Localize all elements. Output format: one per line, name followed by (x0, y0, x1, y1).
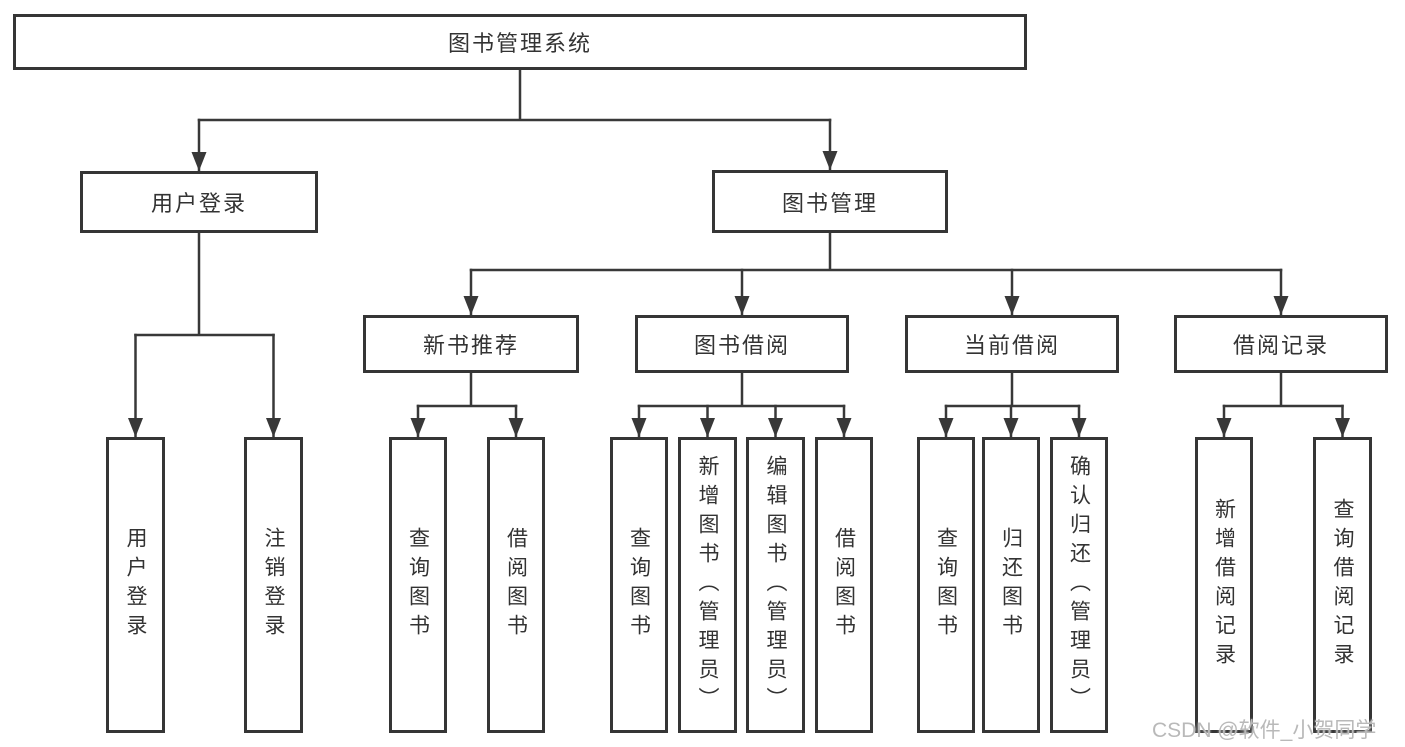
connector-new-book-trunk (416, 371, 518, 408)
node-label: 借阅记录 (1232, 333, 1329, 358)
connector-current-trunk (944, 371, 1081, 408)
node-user-login: 用户登录 (80, 171, 318, 233)
node-label: 编辑图书（管理员） (764, 454, 787, 716)
leaf-borrow-books-recommend: 借阅图书 (487, 437, 545, 733)
leaf-logout: 注销登录 (244, 437, 303, 733)
leaf-query-books-recommend: 查询图书 (389, 437, 447, 733)
leaf-query-books-borrowing: 查询图书 (610, 437, 668, 733)
csdn-watermark: CSDN @软件_小贺同学 (1152, 719, 1377, 742)
node-label: 用户登录 (150, 191, 247, 216)
node-label: 确认归还（管理员） (1067, 454, 1091, 716)
node-label: 当前借阅 (963, 333, 1060, 358)
node-label: 图书管理 (781, 190, 878, 216)
connector-records-trunk (1222, 371, 1344, 408)
node-label: 新增图书（管理员） (696, 454, 719, 716)
leaf-query-books-current: 查询图书 (917, 437, 975, 733)
node-label: 图书借阅 (693, 333, 790, 358)
node-label: 注销登录 (262, 527, 285, 643)
node-label: 查询图书 (934, 527, 958, 643)
node-new-book-recommendation: 新书推荐 (363, 315, 579, 373)
node-book-management: 图书管理 (712, 170, 948, 233)
leaf-confirm-return-admin: 确认归还（管理员） (1050, 437, 1108, 733)
leaf-query-borrow-record: 查询借阅记录 (1313, 437, 1372, 733)
node-label: 用户登录 (124, 527, 147, 643)
leaf-add-books-admin: 新增图书（管理员） (678, 437, 737, 733)
node-label: 新增借阅记录 (1212, 498, 1236, 672)
node-label: 新书推荐 (422, 333, 519, 358)
leaf-add-borrow-record: 新增借阅记录 (1195, 437, 1253, 733)
leaf-user-login: 用户登录 (106, 437, 165, 733)
node-label: 归还图书 (999, 527, 1023, 643)
node-current-borrowing: 当前借阅 (905, 315, 1119, 373)
connector-user-login-trunk (134, 231, 275, 337)
node-label: 查询图书 (406, 527, 430, 643)
leaf-edit-books-admin: 编辑图书（管理员） (746, 437, 805, 733)
leaf-borrow-books: 借阅图书 (815, 437, 873, 733)
node-label: 借阅图书 (504, 527, 528, 643)
node-library-management-system: 图书管理系统 (13, 14, 1027, 70)
connector-borrow-trunk (637, 371, 846, 408)
connector-root-trunk (197, 68, 832, 122)
node-label: 图书管理系统 (447, 31, 592, 56)
leaf-return-books: 归还图书 (982, 437, 1040, 733)
node-label: 查询借阅记录 (1331, 498, 1354, 672)
node-borrowing-records: 借阅记录 (1174, 315, 1388, 373)
node-label: 借阅图书 (832, 527, 856, 643)
node-label: 查询图书 (627, 527, 651, 643)
connector-book-mgmt-trunk (469, 231, 1283, 272)
node-book-borrowing: 图书借阅 (635, 315, 849, 373)
